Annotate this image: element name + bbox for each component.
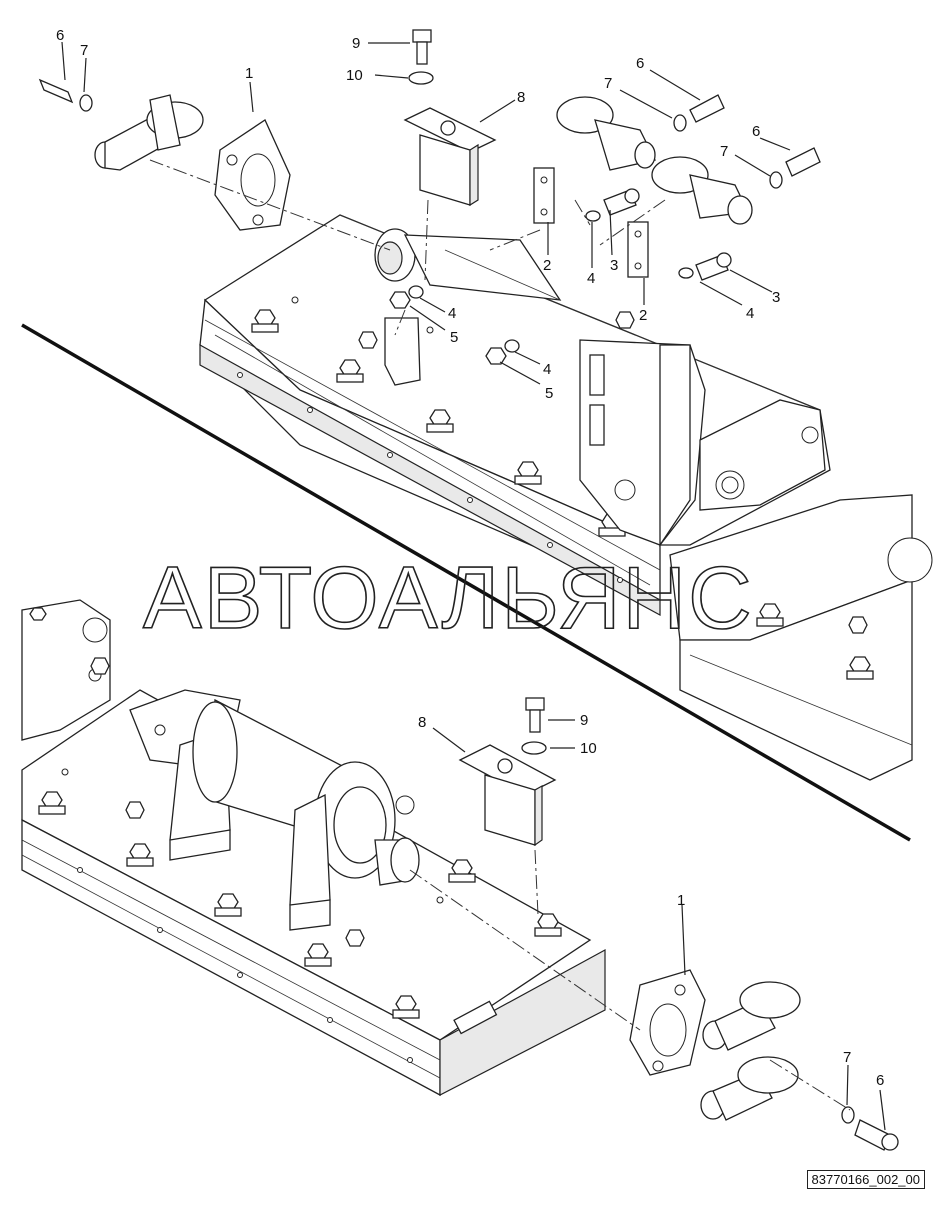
callout-5-top-b: 5	[545, 385, 553, 402]
callout-3-top-a: 3	[610, 257, 618, 274]
callout-10-bottom: 10	[580, 740, 597, 757]
top-flange-part-1	[214, 119, 291, 231]
top-second-unit	[669, 494, 933, 781]
top-bolts-part-3	[585, 188, 732, 281]
watermark-text: АВТОАЛЬЯНС	[143, 548, 754, 647]
separator-line	[21, 323, 911, 842]
callout-6-bottom: 6	[876, 1072, 884, 1089]
bottom-switch-part-8	[458, 697, 557, 847]
callout-9-bottom: 9	[580, 712, 588, 729]
bottom-leader-lines	[409, 719, 886, 1131]
bottom-flange-part-1	[629, 969, 706, 1076]
callout-8-bottom: 8	[418, 714, 426, 731]
top-coupling-right	[556, 94, 821, 225]
top-switch-part-8	[403, 29, 497, 207]
top-assembly	[38, 29, 933, 781]
top-plates-part-2	[533, 167, 649, 278]
callout-4-top-a: 4	[587, 270, 595, 287]
callout-7-top-left: 7	[80, 42, 88, 59]
callout-2-top-b: 2	[639, 307, 647, 324]
callout-1-top: 1	[245, 65, 253, 82]
top-callouts: 6 7 1 9 10 8 6 7 6 7 2 4 3 2 3 4 4 5 4 5	[56, 27, 780, 402]
callout-5-top-a: 5	[450, 329, 458, 346]
bottom-couplings	[700, 981, 899, 1151]
callout-4-top-b: 4	[746, 305, 754, 322]
drawing-reference-number: 83770166_002_00	[806, 1170, 925, 1189]
callout-3-top-b: 3	[772, 289, 780, 306]
top-coupling-left	[38, 78, 204, 171]
callout-7-top-right-b: 7	[720, 143, 728, 160]
top-nuts-part-5	[389, 285, 520, 365]
bottom-assembly	[21, 599, 899, 1151]
callout-1-bottom: 1	[677, 892, 685, 909]
callout-4-top-c: 4	[448, 305, 456, 322]
callout-6-top-left: 6	[56, 27, 64, 44]
callout-6-top-right-b: 6	[752, 123, 760, 140]
callout-8-top: 8	[517, 89, 525, 106]
callout-4-top-d: 4	[543, 361, 551, 378]
callout-10-top: 10	[346, 67, 363, 84]
bottom-clamp-nuts	[38, 657, 562, 1019]
callout-9-top: 9	[352, 35, 360, 52]
top-leader-lines	[61, 41, 791, 385]
bottom-callouts: 8 9 10 1 7 6	[418, 712, 884, 1089]
callout-2-top-a: 2	[543, 257, 551, 274]
top-housing	[384, 317, 826, 548]
callout-6-top-right-a: 6	[636, 55, 644, 72]
bottom-motor	[129, 689, 420, 931]
callout-7-top-right-a: 7	[604, 75, 612, 92]
top-motor	[374, 228, 562, 301]
callout-7-bottom: 7	[843, 1049, 851, 1066]
top-clamp-nuts	[251, 309, 635, 537]
